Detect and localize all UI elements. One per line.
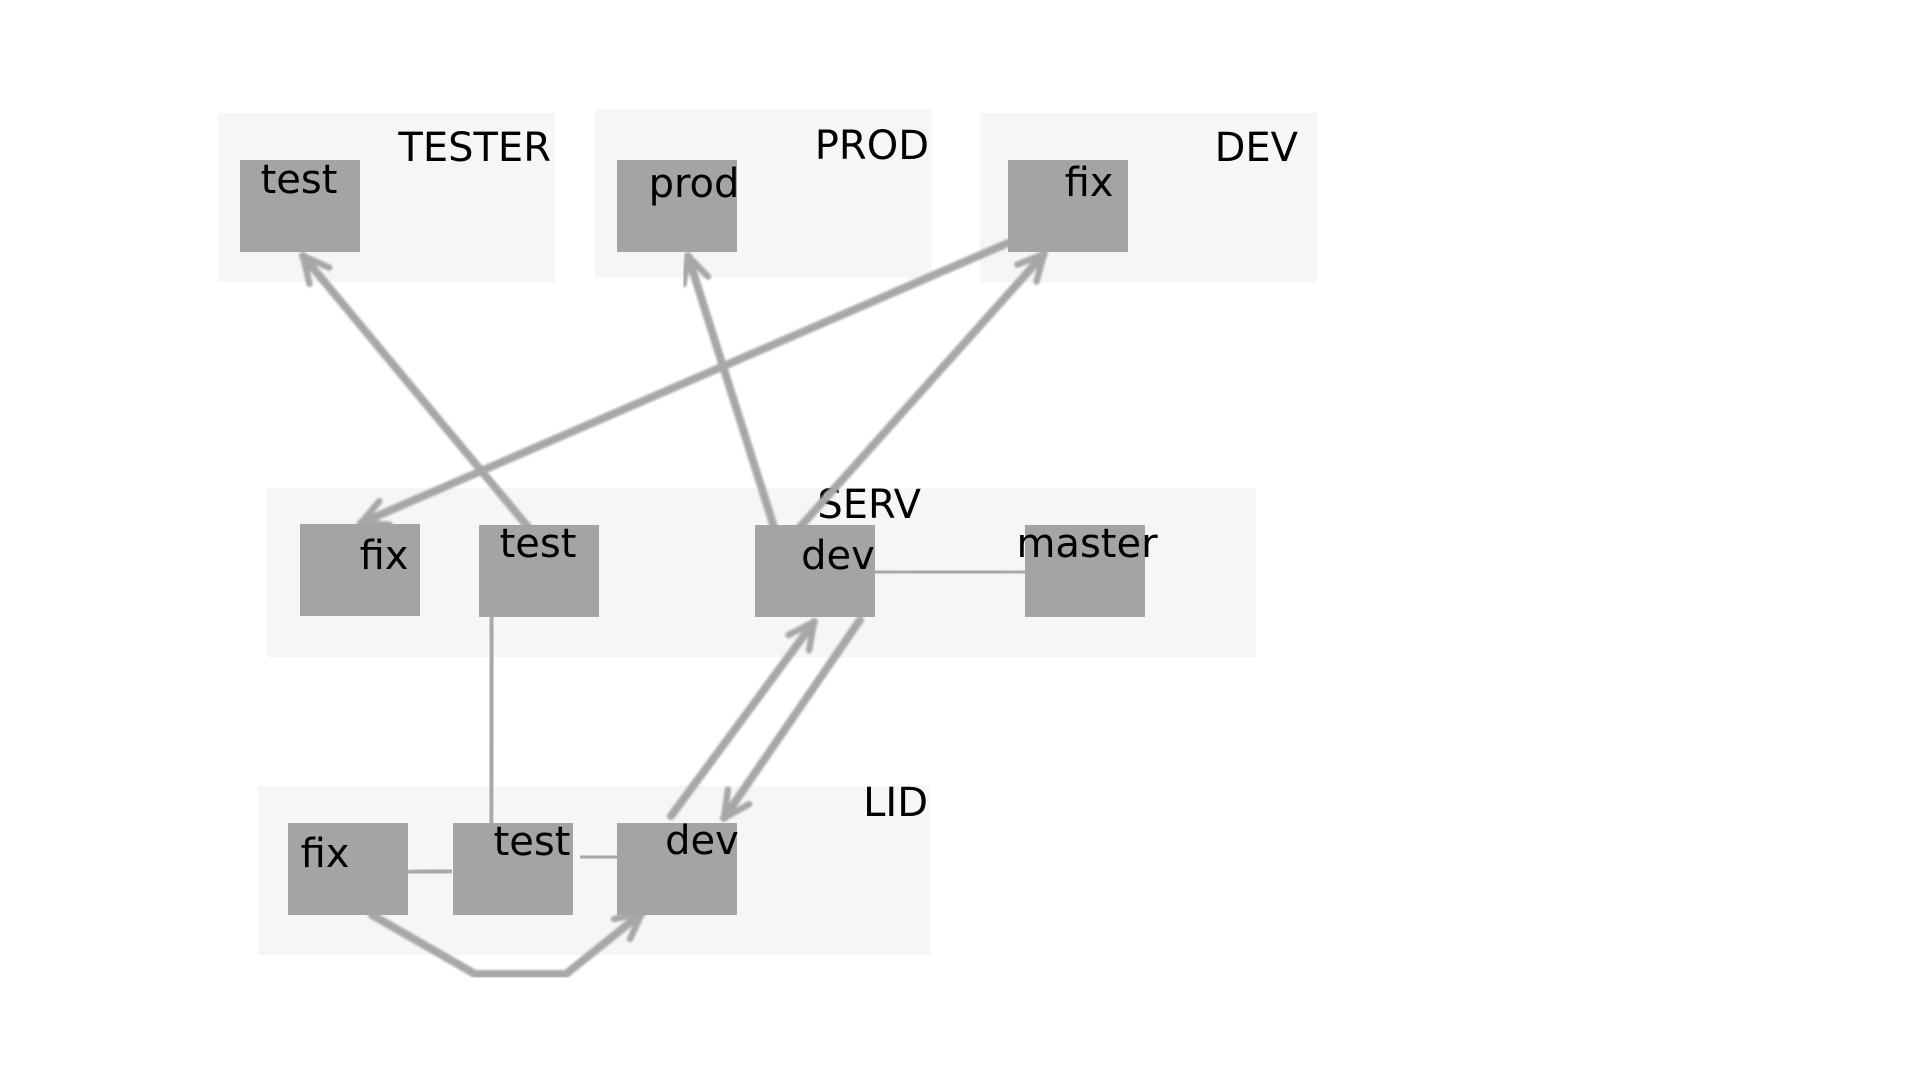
node-prod-prod <box>617 160 737 252</box>
node-lid-test <box>453 823 573 915</box>
edge-lid-dev-to-lid-test <box>578 841 621 874</box>
node-serv-dev-label: dev <box>801 533 875 579</box>
edge-lid-fix-to-lid-dev <box>368 909 646 978</box>
edge-serv-dev-to-prod-prod <box>680 252 778 531</box>
node-tester-test <box>240 160 360 252</box>
node-serv-fix <box>300 524 420 616</box>
edge-dev-fix-to-serv-fix <box>357 239 1012 528</box>
group-lid-label: LID <box>863 780 928 826</box>
node-lid-fix <box>288 823 408 915</box>
node-serv-dev <box>755 525 875 617</box>
node-dev-fix <box>1008 160 1128 252</box>
edge-lid-fix-to-lid-test <box>406 855 454 888</box>
node-dev-fix-label: fix <box>1065 160 1114 206</box>
edge-lid-dev-to-serv-dev <box>667 618 818 820</box>
edge-serv-dev-to-lid-dev <box>720 616 864 822</box>
edge-lid-test-to-serv-test <box>476 615 509 829</box>
edge-serv-dev-to-dev-fix <box>796 250 1048 531</box>
node-lid-dev <box>617 823 737 915</box>
edge-serv-test-to-tester-test <box>299 252 532 531</box>
group-prod-label: PROD <box>815 123 929 169</box>
node-lid-fix-label: fix <box>301 831 350 877</box>
node-serv-master <box>1025 525 1145 617</box>
node-lid-dev-label: dev <box>665 818 739 864</box>
node-tester-test-label: test <box>261 157 338 203</box>
node-serv-fix-label: fix <box>360 533 409 579</box>
node-prod-prod-label: prod <box>649 161 740 207</box>
edge-serv-dev-to-serv-master <box>872 567 1030 577</box>
node-serv-test <box>479 525 599 617</box>
node-lid-test-label: test <box>494 819 571 865</box>
group-dev-label: DEV <box>1215 125 1299 171</box>
group-tester-label: TESTER <box>397 125 551 171</box>
node-serv-master-label: master <box>1016 521 1158 567</box>
node-serv-test-label: test <box>500 521 577 567</box>
